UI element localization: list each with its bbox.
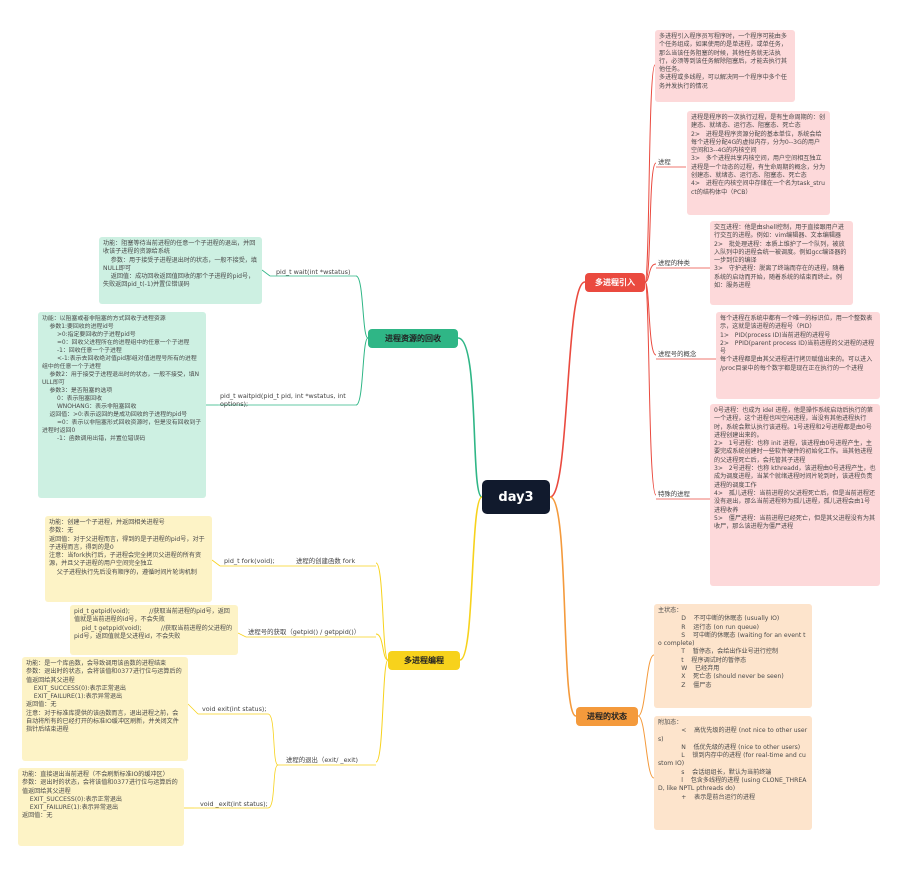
special-process-note[interactable]: 0号进程：也成为 idel 进程，他是操作系统启动后执行的第一个进程，这个进程也… — [710, 404, 880, 586]
label-exit-func[interactable]: void exit(int status); — [202, 705, 267, 713]
_exit-note[interactable]: 功能：直接退出当前进程（不会刷新标准IO的缓冲区） 参数：退出时的状态，会将该值… — [18, 768, 184, 846]
link-intro-kinds — [644, 263, 657, 283]
link-central-state — [549, 496, 577, 717]
waitpid-note[interactable]: 功能：以阻塞或者非阻塞的方式回收子进程资源 参数1:要回收的进程id号 >0:指… — [38, 312, 206, 498]
link-central-recycle — [457, 337, 483, 498]
label-getpid[interactable]: 进程号的获取（getpid() / getppid()） — [248, 628, 361, 636]
label-_exit-func[interactable]: void _exit(int status); — [200, 800, 268, 808]
link-prog-getpid — [375, 633, 389, 661]
label-special-process[interactable]: 特殊的进程 — [658, 490, 690, 498]
branch-multiprocess-programming[interactable]: 多进程编程 — [388, 651, 460, 670]
branch-process-recycle[interactable]: 进程资源的回收 — [368, 329, 458, 348]
process-kinds-note[interactable]: 交互进程：他是由shell控制，用于直接跟用户进行交互的进程。例如：vim编辑器… — [710, 221, 853, 305]
link-state-main — [637, 654, 655, 717]
link-state-extra — [637, 715, 655, 779]
extra-state-note[interactable]: 附加态： < 高优先级的进程 (not nice to other users)… — [654, 716, 812, 830]
link-intro-process — [644, 162, 657, 283]
pid-concept-note[interactable]: 每个进程在系统中都有一个唯一的标识位，用一个整数表示，这就是该进程的进程号（PI… — [716, 312, 880, 399]
link-wait-text — [261, 269, 271, 277]
label-create-fork[interactable]: 进程的创建函数 fork — [296, 557, 356, 565]
link-fork-text — [211, 559, 221, 567]
getpid-note[interactable]: pid_t getpid(void); //获取当前进程的pid号，返回值就是当… — [70, 605, 238, 655]
link-central-programming — [459, 496, 483, 661]
branch-multiprocess-intro[interactable]: 多进程引入 — [585, 273, 645, 292]
label-exit-group[interactable]: 进程的退出（exit/ _exit) — [286, 756, 358, 764]
link-intro-overview — [644, 64, 656, 283]
process-note[interactable]: 进程是程序的一次执行过程，是有生命周期的：创建态、就绪态、运行态、阻塞态、死亡态… — [687, 111, 830, 215]
main-state-note[interactable]: 主状态： D 不可中断的休眠态 (usually IO) R 运行态 (on r… — [654, 604, 812, 708]
label-process-kinds[interactable]: 进程的种类 — [658, 259, 690, 267]
link-intro-pid — [644, 281, 657, 356]
link-getpid-text — [237, 632, 247, 638]
exit-note[interactable]: 功能：是一个库函数，会导致调用该函数的进程结束 参数：退出时的状态，会将该值和0… — [22, 657, 188, 761]
label-waitpid-func[interactable]: pid_t waitpid(pid_t pid, int *wstatus, i… — [220, 392, 346, 408]
link-prog-create — [375, 562, 389, 661]
label-process[interactable]: 进程 — [658, 158, 671, 166]
fork-note[interactable]: 功能：创建一个子进程，并返回相关进程号 参数：无 返回值：对于父进程而言，得到的… — [45, 516, 212, 602]
link-recycle-waitpid — [355, 337, 369, 406]
central-topic[interactable]: day3 — [482, 480, 550, 514]
link-exit-text — [187, 703, 199, 715]
label-wait-func[interactable]: pid_t wait(int *wstatus) — [276, 268, 351, 276]
link-recycle-wait — [355, 275, 369, 339]
branch-process-state[interactable]: 进程的状态 — [576, 707, 638, 726]
label-fork-func[interactable]: pid_t fork(void); — [224, 557, 275, 565]
link-prog-exit — [375, 659, 389, 763]
link-intro-special — [644, 281, 657, 496]
link-central-intro — [549, 281, 586, 498]
link-exitgroup-exit — [267, 713, 279, 766]
wait-note[interactable]: 功能：阻塞等待当前进程的任意一个子进程的退出，并回收该子进程的资源给系统 参数：… — [99, 237, 262, 304]
label-pid-concept[interactable]: 进程号的概念 — [658, 350, 697, 358]
intro-overview-note[interactable]: 多进程引入程序员写程序时，一个程序可能由多个任务组成，如果使用的是单进程，或单任… — [655, 30, 795, 102]
link-exitgroup-_exit — [267, 764, 279, 809]
